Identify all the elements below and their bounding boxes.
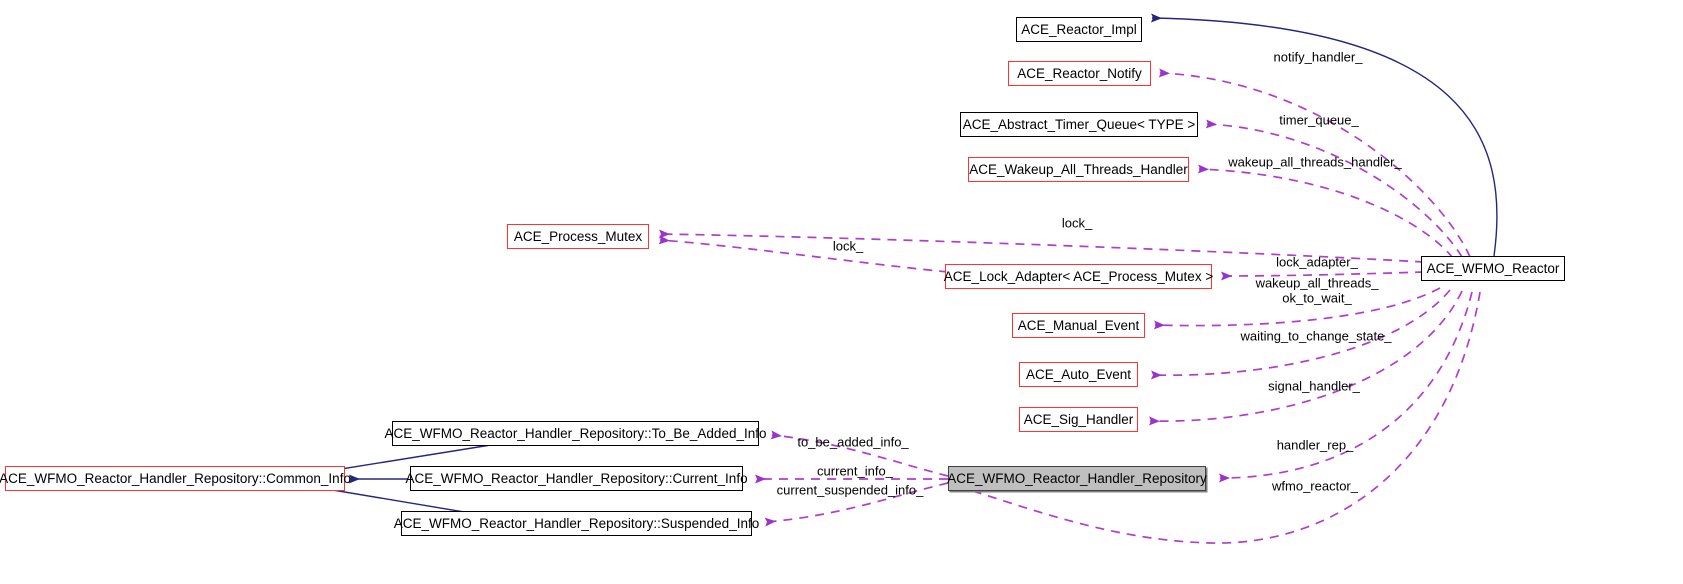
node-ace-auto-event[interactable]: ACE_Auto_Event (1019, 362, 1138, 387)
edge-label-line-2: ok_to_wait_ (1282, 290, 1352, 305)
node-label: ACE_WFMO_Reactor_Handler_Repository::To_… (384, 425, 767, 441)
node-ace-wakeup-all-threads-handler[interactable]: ACE_Wakeup_All_Threads_Handler (968, 157, 1189, 182)
node-label: ACE_Reactor_Impl (1021, 21, 1137, 37)
edge-label-timer-queue: timer_queue_ (1279, 112, 1359, 128)
edge-label-wfmo-reactor: wfmo_reactor_ (1272, 478, 1358, 494)
node-label: ACE_Process_Mutex (513, 228, 643, 244)
node-ace-wfmo-reactor[interactable]: ACE_WFMO_Reactor (1421, 256, 1565, 281)
node-ace-lock-adapter[interactable]: ACE_Lock_Adapter< ACE_Process_Mutex > (943, 264, 1214, 289)
node-ace-process-mutex[interactable]: ACE_Process_Mutex (507, 224, 649, 249)
edge-label-line-1: wakeup_all_threads_ (1255, 275, 1379, 291)
node-ace-wfmo-reactor-handler-repository[interactable]: ACE_WFMO_Reactor_Handler_Repository (947, 466, 1207, 491)
edge-label-waiting-to-change-state: waiting_to_change_state_ (1240, 328, 1392, 344)
node-label: ACE_Wakeup_All_Threads_Handler (969, 161, 1188, 177)
node-ace-reactor-notify[interactable]: ACE_Reactor_Notify (1008, 61, 1151, 86)
edge-label-lock-top: lock_ (1061, 215, 1093, 231)
node-label: ACE_Lock_Adapter< ACE_Process_Mutex > (943, 268, 1214, 284)
edge-label-wakeup-all-threads-ok-to-wait: wakeup_all_threads_ ok_to_wait_ (1256, 276, 1379, 305)
edge-label-current-suspended-info: current_suspended_info_ (776, 482, 924, 498)
edge-label-notify-handler: notify_handler_ (1273, 49, 1363, 65)
node-to-be-added-info[interactable]: ACE_WFMO_Reactor_Handler_Repository::To_… (385, 421, 766, 446)
node-label: ACE_Abstract_Timer_Queue< TYPE > (962, 116, 1196, 132)
node-ace-sig-handler[interactable]: ACE_Sig_Handler (1019, 407, 1138, 432)
node-label: ACE_WFMO_Reactor (1426, 260, 1560, 276)
node-ace-reactor-impl[interactable]: ACE_Reactor_Impl (1016, 17, 1142, 42)
node-label: ACE_WFMO_Reactor_Handler_Repository::Sus… (393, 515, 760, 531)
node-label: ACE_WFMO_Reactor_Handler_Repository (947, 470, 1207, 486)
edge-label-handler-rep: handler_rep_ (1276, 437, 1354, 453)
edge-label-lock-adapter: lock_adapter_ (1276, 254, 1358, 270)
edge-label-current-info: current_info_ (817, 463, 893, 479)
node-label: ACE_Sig_Handler (1023, 411, 1134, 427)
node-label: ACE_Reactor_Notify (1017, 65, 1142, 81)
node-current-info[interactable]: ACE_WFMO_Reactor_Handler_Repository::Cur… (405, 466, 748, 491)
edge-label-to-be-added-info: to_be_added_info_ (797, 434, 909, 450)
node-label: ACE_Manual_Event (1017, 317, 1140, 333)
edge-label-lock-bottom: lock_ (832, 238, 864, 254)
node-common-info[interactable]: ACE_WFMO_Reactor_Handler_Repository::Com… (0, 466, 351, 491)
node-label: ACE_WFMO_Reactor_Handler_Repository::Com… (0, 470, 351, 486)
node-ace-manual-event[interactable]: ACE_Manual_Event (1012, 313, 1145, 338)
node-ace-abstract-timer-queue[interactable]: ACE_Abstract_Timer_Queue< TYPE > (960, 112, 1198, 137)
edge-label-signal-handler: signal_handler_ (1268, 378, 1360, 394)
node-label: ACE_WFMO_Reactor_Handler_Repository::Cur… (405, 470, 748, 486)
edge-label-wakeup-all-threads-handler: wakeup_all_threads_handler_ (1228, 154, 1402, 170)
node-label: ACE_Auto_Event (1025, 366, 1132, 382)
node-suspended-info[interactable]: ACE_WFMO_Reactor_Handler_Repository::Sus… (394, 511, 759, 536)
